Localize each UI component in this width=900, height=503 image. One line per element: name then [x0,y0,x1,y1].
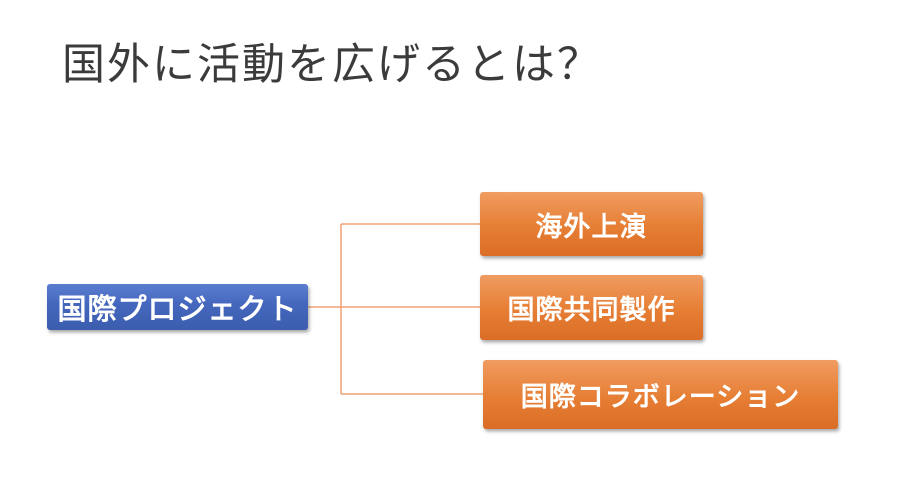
diagram-node-international-coproduction: 国際共同製作 [480,275,703,340]
slide-title: 国外に活動を広げるとは？ [62,41,602,89]
diagram-node-overseas-performance: 海外上演 [480,192,703,256]
diagram-node-international-project: 国際プロジェクト [47,284,308,330]
diagram-node-international-collaboration: 国際コラボレーション [483,360,838,429]
